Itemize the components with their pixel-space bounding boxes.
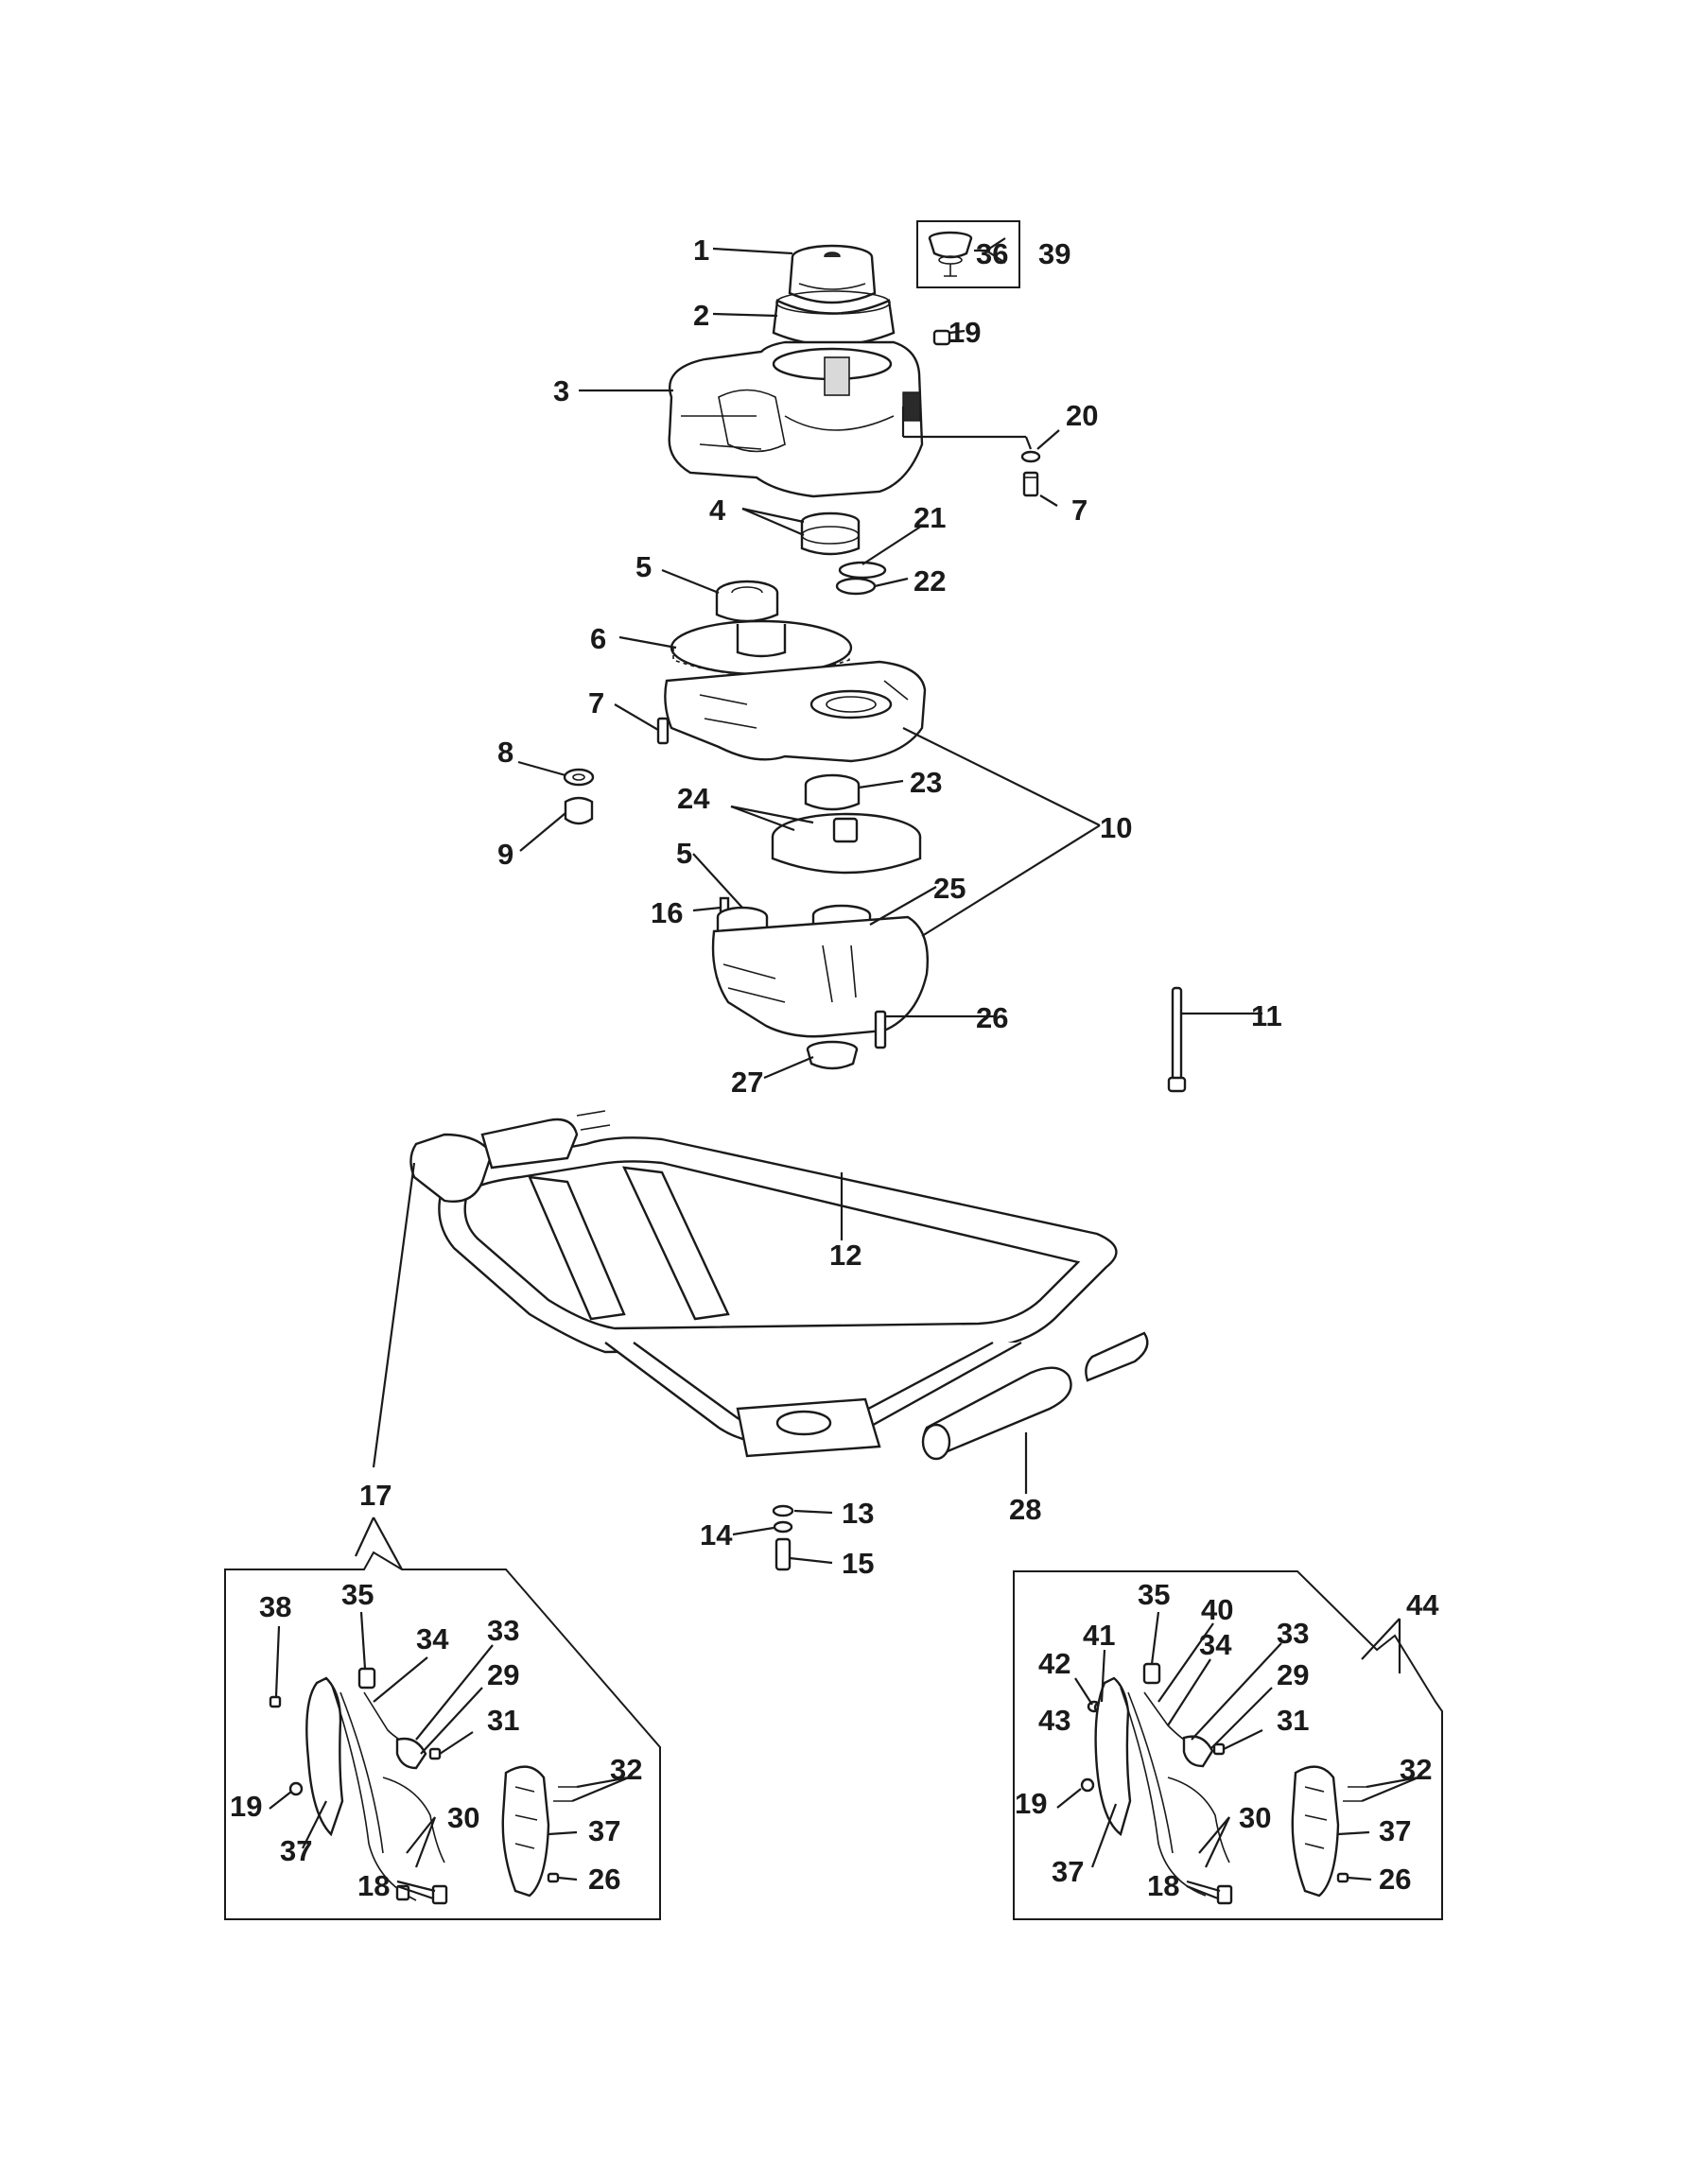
label-2: 2 bbox=[693, 299, 709, 332]
label-31: 31 bbox=[487, 1704, 519, 1737]
left-inset-labels: 38 35 34 33 29 31 32 19 30 37 37 26 18 bbox=[230, 1578, 642, 1902]
gearbox-middle-assembly bbox=[563, 580, 1187, 1093]
label-26-right: 26 bbox=[1379, 1863, 1411, 1896]
label-12: 12 bbox=[829, 1239, 861, 1272]
label-37-left-b: 37 bbox=[588, 1814, 620, 1847]
label-34-right: 34 bbox=[1199, 1628, 1232, 1661]
label-41: 41 bbox=[1083, 1619, 1115, 1652]
leader-lines bbox=[372, 237, 1262, 1565]
label-21: 21 bbox=[914, 501, 946, 534]
label-19-right: 19 bbox=[1015, 1787, 1047, 1820]
label-30-left: 30 bbox=[447, 1801, 479, 1834]
label-9: 9 bbox=[497, 838, 513, 871]
handle-frame-12 bbox=[409, 1110, 1149, 1461]
label-15: 15 bbox=[842, 1547, 874, 1580]
label-40: 40 bbox=[1201, 1593, 1233, 1626]
label-30-right: 30 bbox=[1239, 1801, 1271, 1834]
label-7-top: 7 bbox=[1071, 494, 1088, 527]
label-6: 6 bbox=[590, 622, 606, 655]
label-25: 25 bbox=[933, 872, 966, 905]
label-5-upper: 5 bbox=[635, 550, 652, 583]
label-19-left: 19 bbox=[230, 1790, 262, 1823]
label-22: 22 bbox=[914, 564, 946, 598]
label-14: 14 bbox=[700, 1518, 733, 1551]
label-13: 13 bbox=[842, 1497, 874, 1530]
label-4: 4 bbox=[709, 494, 726, 527]
label-27: 27 bbox=[731, 1066, 763, 1099]
label-23: 23 bbox=[910, 766, 942, 799]
part-labels: 1 36 39 2 19 3 20 7 4 21 22 5 6 7 8 23 2… bbox=[359, 234, 1439, 1621]
label-44: 44 bbox=[1406, 1588, 1439, 1621]
label-31-right: 31 bbox=[1277, 1704, 1309, 1737]
inset-part-36-39 bbox=[916, 220, 1020, 288]
label-8: 8 bbox=[497, 736, 513, 769]
left-inset-17 bbox=[224, 1517, 661, 1920]
label-17: 17 bbox=[359, 1479, 392, 1512]
right-inset-44 bbox=[1013, 1570, 1443, 1920]
label-33: 33 bbox=[487, 1614, 519, 1647]
label-35: 35 bbox=[341, 1578, 374, 1611]
label-1: 1 bbox=[693, 234, 709, 267]
right-inset-labels: 35 40 41 42 34 33 29 43 31 32 19 30 37 3… bbox=[1015, 1578, 1432, 1902]
label-24: 24 bbox=[677, 782, 710, 815]
label-10: 10 bbox=[1100, 811, 1132, 844]
label-16: 16 bbox=[651, 896, 683, 929]
label-33-right: 33 bbox=[1277, 1617, 1309, 1650]
label-19: 19 bbox=[948, 316, 981, 349]
gearbox-top-cover-assembly bbox=[668, 244, 924, 596]
right-inset-leaders bbox=[1056, 1611, 1419, 1900]
label-26: 26 bbox=[976, 1001, 1008, 1034]
label-37-right-b: 37 bbox=[1379, 1814, 1411, 1847]
label-29: 29 bbox=[487, 1658, 519, 1691]
label-11: 11 bbox=[1251, 999, 1282, 1032]
label-37-right-a: 37 bbox=[1052, 1855, 1084, 1888]
label-37-left-a: 37 bbox=[280, 1834, 312, 1867]
label-42: 42 bbox=[1038, 1647, 1070, 1680]
label-18-left: 18 bbox=[357, 1869, 390, 1902]
label-32-right: 32 bbox=[1400, 1753, 1432, 1786]
left-inset-leaders bbox=[269, 1611, 630, 1900]
label-5-lower: 5 bbox=[676, 837, 692, 870]
label-26-left: 26 bbox=[588, 1863, 620, 1896]
label-7-mid: 7 bbox=[588, 686, 604, 719]
label-29-right: 29 bbox=[1277, 1658, 1309, 1691]
label-43: 43 bbox=[1038, 1704, 1070, 1737]
label-3: 3 bbox=[553, 374, 569, 407]
label-28: 28 bbox=[1009, 1493, 1041, 1526]
label-18-right: 18 bbox=[1147, 1869, 1179, 1902]
label-34: 34 bbox=[416, 1622, 449, 1655]
label-36: 36 bbox=[976, 237, 1008, 270]
label-32: 32 bbox=[610, 1753, 642, 1786]
fasteners-19-20-7 bbox=[932, 329, 1041, 497]
label-20: 20 bbox=[1066, 399, 1098, 432]
label-35-right: 35 bbox=[1138, 1578, 1170, 1611]
fasteners-13-14-15 bbox=[772, 1504, 794, 1571]
label-39: 39 bbox=[1038, 237, 1070, 270]
label-38: 38 bbox=[259, 1590, 291, 1623]
